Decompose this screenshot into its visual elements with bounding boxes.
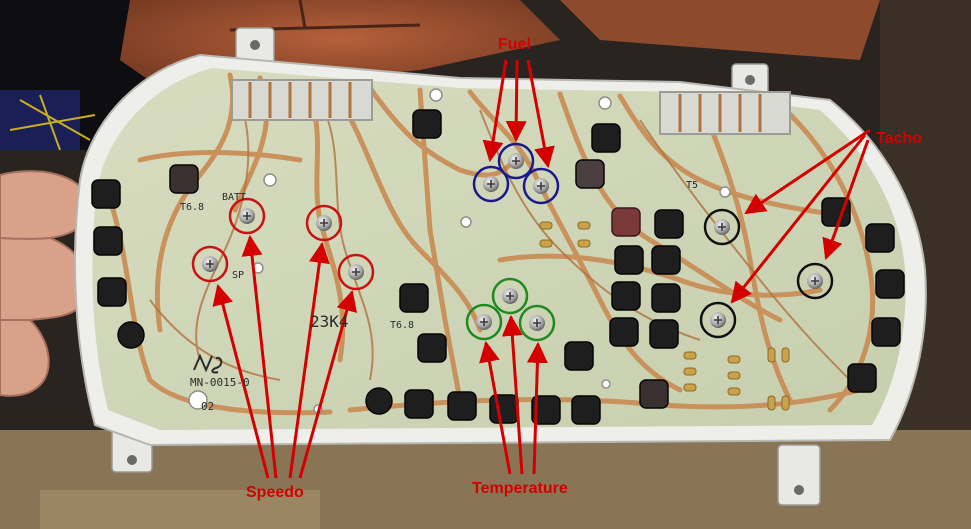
- speedo-label: Speedo: [246, 484, 304, 501]
- pcb-t5-label: T5: [686, 180, 699, 191]
- screws: [202, 153, 823, 331]
- top-window-right: [659, 91, 791, 135]
- bulb-sockets: [91, 109, 905, 425]
- tacho-label: Tacho: [876, 130, 922, 147]
- fuel-label: Fuel: [498, 36, 531, 53]
- annotation-rings: [191, 142, 834, 342]
- board-holes: [188, 88, 731, 414]
- callout-arrows: [212, 59, 871, 479]
- pcb-part-code: 23K4: [310, 312, 349, 331]
- pcb-revision: 02: [201, 400, 215, 413]
- speedo-rings: [191, 197, 375, 291]
- tinsel: [9, 94, 96, 151]
- pcb-t68-mid-label: T6.8: [390, 320, 415, 331]
- component-pads: [539, 221, 790, 411]
- pcb-sp-label: SP: [232, 270, 245, 281]
- tacho-rings: [699, 208, 834, 339]
- temperature-label: Temperature: [472, 480, 568, 497]
- ns-logo: [193, 353, 223, 374]
- pcb-t68-left-label: T6.8: [180, 202, 205, 213]
- pcb-batt-label: BATT: [222, 192, 247, 203]
- pcb-model-number: MN-0015-0: [190, 376, 250, 389]
